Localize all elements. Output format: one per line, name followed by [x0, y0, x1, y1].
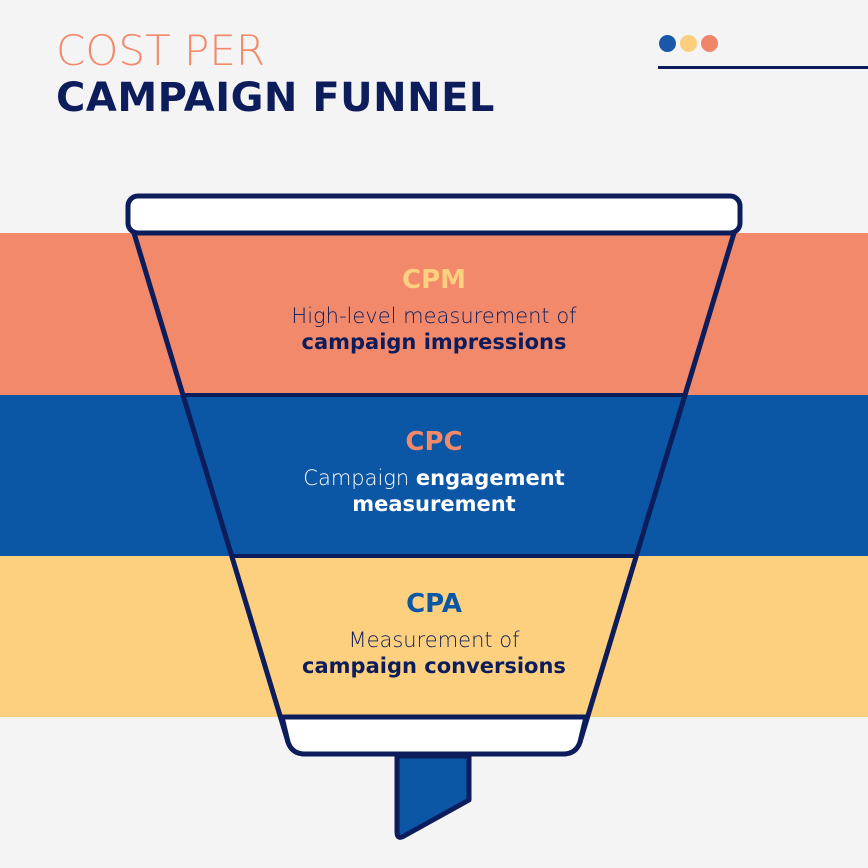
- header-rule: [658, 66, 868, 69]
- stage-cpm-desc-plain: High-level measurement of: [291, 303, 577, 328]
- stage-cpm-description: High-level measurement of campaign impre…: [234, 303, 634, 356]
- stage-cpc-desc-bold-inline: engagement: [415, 465, 565, 490]
- dot-icon: [680, 35, 697, 52]
- stage-cpc-desc-plain: Campaign: [303, 465, 410, 490]
- funnel-spout: [394, 753, 472, 840]
- stage-cpc-code: CPC: [405, 427, 463, 457]
- band-cpa: [0, 556, 868, 717]
- title-line-1: COST PER: [56, 26, 266, 75]
- stage-cpc: CPC Campaign engagement measurement: [234, 426, 634, 517]
- funnel-bottom: [279, 714, 589, 757]
- funnel-rim: [125, 193, 743, 236]
- stage-cpc-description: Campaign engagement measurement: [234, 465, 634, 518]
- stage-cpc-desc-bold: measurement: [352, 491, 516, 516]
- stage-cpm-code: CPM: [401, 265, 466, 295]
- page-title: COST PER CAMPAIGN FUNNEL: [56, 26, 495, 121]
- stage-cpm: CPM High-level measurement of campaign i…: [234, 264, 634, 355]
- stage-cpa: CPA Measurement of campaign conversions: [234, 588, 634, 679]
- dot-icon: [701, 35, 718, 52]
- decorative-dots: [659, 35, 718, 52]
- band-cpc: [0, 395, 868, 556]
- stage-cpa-code: CPA: [406, 589, 462, 619]
- dot-icon: [659, 35, 676, 52]
- stage-cpa-desc-plain: Measurement of: [348, 627, 520, 652]
- stage-cpa-desc-bold: campaign conversions: [302, 653, 566, 678]
- stage-cpm-desc-bold: campaign impressions: [301, 329, 567, 354]
- title-line-2: CAMPAIGN FUNNEL: [56, 75, 495, 121]
- stage-cpa-description: Measurement of campaign conversions: [234, 627, 634, 680]
